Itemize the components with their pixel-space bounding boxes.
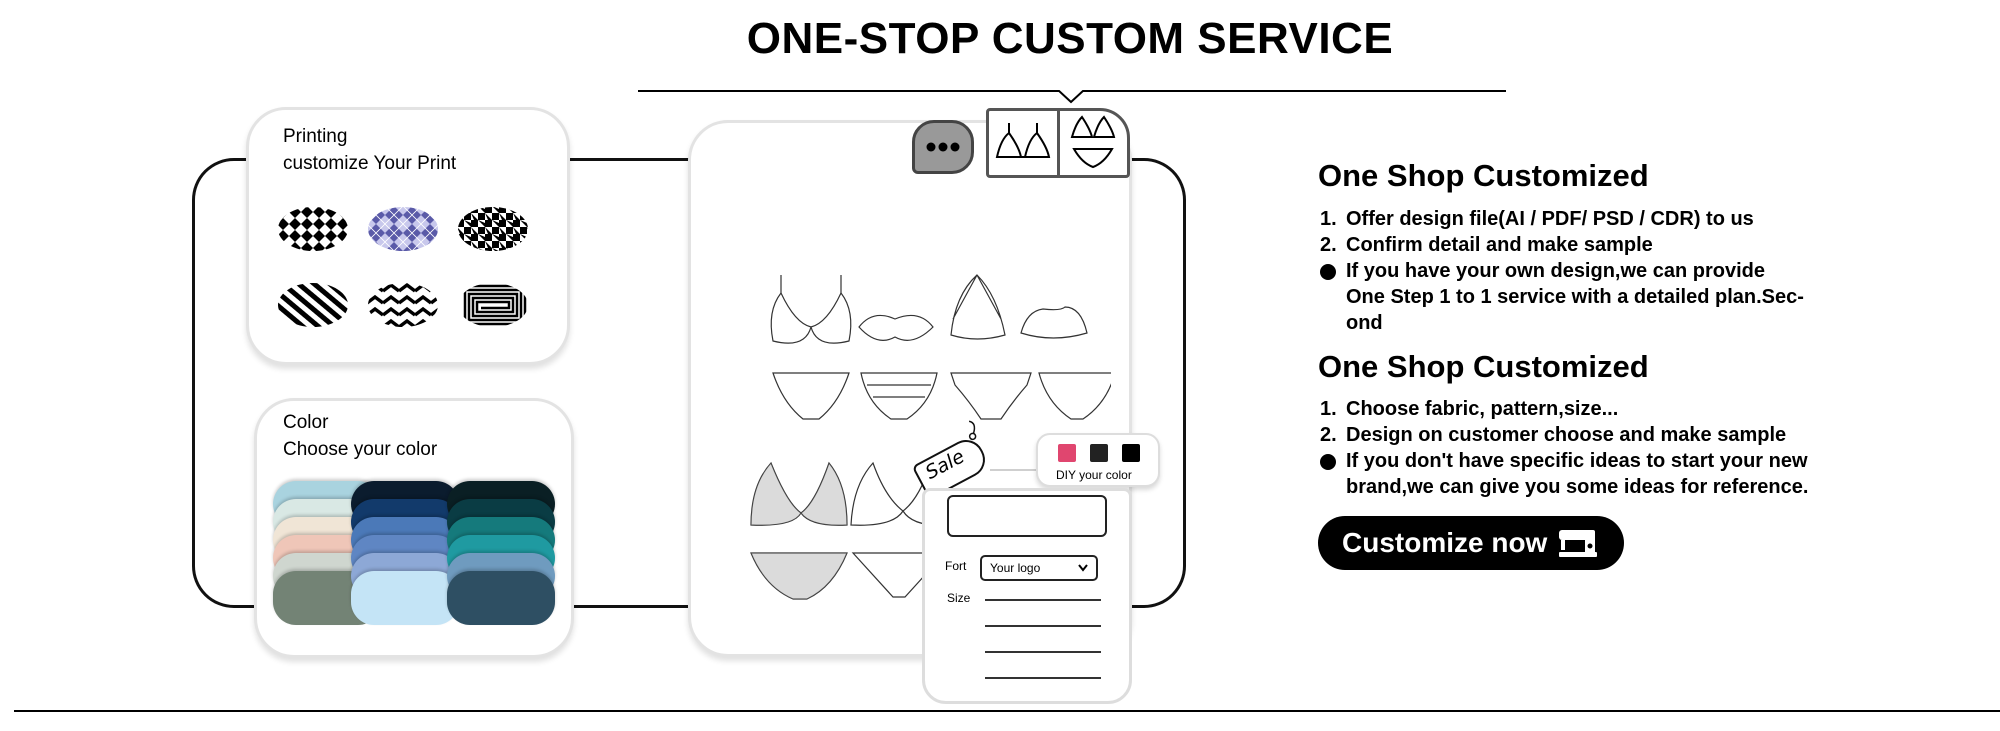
argyle-purple-pattern-icon[interactable] [367, 206, 439, 252]
title-notch-icon [1058, 90, 1084, 104]
diamond-check-pattern-icon[interactable] [277, 206, 349, 252]
tag-string-icon [968, 420, 977, 441]
color-card[interactable]: Color Choose your color [254, 398, 574, 658]
form-line[interactable] [985, 625, 1101, 627]
product-sketch-panel [688, 120, 1132, 657]
diy-swatch-pink[interactable] [1058, 444, 1076, 462]
logo-select[interactable]: Your logo [980, 555, 1098, 581]
tab-bra[interactable] [989, 111, 1057, 175]
form-line[interactable] [985, 677, 1101, 679]
printing-subtitle: customize Your Print [283, 153, 457, 174]
printing-title: Printing [283, 126, 348, 147]
form-line[interactable] [985, 651, 1101, 653]
diy-swatch-dark[interactable] [1090, 444, 1108, 462]
page-title: ONE-STOP CUSTOM SERVICE [746, 14, 1394, 63]
sale-tag: Sale [910, 420, 1000, 503]
more-dots-icon[interactable] [912, 120, 974, 174]
color-swatch[interactable] [351, 571, 459, 625]
diy-color-label: DIY your color [1056, 468, 1132, 482]
size-label: Size [947, 591, 971, 605]
diy-swatch-black[interactable] [1122, 444, 1140, 462]
lingerie-sketches [750, 274, 1111, 600]
section2-heading: One Shop Customized [1318, 349, 1649, 384]
font-label: Fort [945, 559, 967, 573]
section1-heading: One Shop Customized [1318, 158, 1649, 193]
zigzag-pattern-icon[interactable] [367, 282, 439, 328]
bullet-dot-icon [1320, 264, 1336, 280]
customize-now-button[interactable]: Customize now [1318, 516, 1624, 570]
bullet-dot-icon [1320, 454, 1336, 470]
diagonal-stripe-pattern-icon[interactable] [277, 282, 349, 328]
bra-outline-icon [995, 123, 1050, 158]
color-swatch[interactable] [447, 571, 555, 625]
color-title: Color [283, 412, 329, 433]
diy-connector [990, 469, 1036, 471]
houndstooth-pattern-icon[interactable] [457, 206, 529, 252]
bikini-set-icon [1070, 115, 1116, 169]
logo-select-value: Your logo [990, 561, 1041, 575]
chevron-down-icon [1078, 564, 1088, 572]
maze-pattern-icon[interactable] [457, 282, 529, 328]
diy-color-picker[interactable]: DIY your color [1036, 433, 1160, 487]
printing-card[interactable]: Printing customize Your Print [246, 107, 570, 365]
tab-bikini[interactable] [1056, 111, 1128, 175]
product-type-tabs [986, 108, 1130, 178]
logo-text-input[interactable] [947, 495, 1107, 537]
size-line[interactable] [985, 599, 1101, 601]
sewing-machine-icon [1559, 530, 1598, 557]
color-subtitle: Choose your color [283, 439, 438, 460]
customization-form: Fort Your logo Size [922, 488, 1132, 704]
customize-now-label: Customize now [1342, 527, 1548, 558]
bottom-divider [14, 710, 2000, 712]
